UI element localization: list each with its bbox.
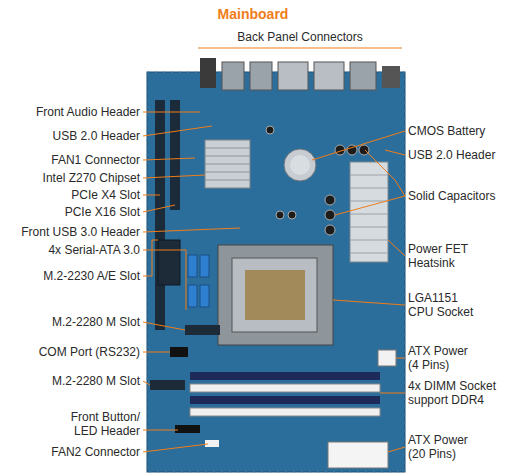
callout-label: PCIe X16 Slot [0, 205, 140, 219]
title: Mainboard [0, 6, 506, 22]
callout-label: LGA1151 CPU Socket [408, 291, 480, 319]
callout-label: USB 2.0 Header [0, 129, 140, 143]
callout-label: M.2-2280 M Slot [0, 374, 140, 388]
callout-label: ATX Power (4 Pins) [408, 344, 472, 372]
callout-label: ATX Power (20 Pins) [408, 433, 474, 461]
callout-label: FAN1 Connector [0, 153, 140, 167]
callout-label: CMOS Battery [408, 124, 506, 138]
callout-label: M.2-2230 A/E Slot [0, 269, 140, 283]
callout-label: 4x DIMM Socket support DDR4 [408, 379, 504, 407]
callout-label: Intel Z270 Chipset [0, 171, 140, 185]
callout-label: PCIe X4 Slot [0, 188, 140, 202]
callout-label: M.2-2280 M Slot [0, 315, 140, 329]
callout-label: FAN2 Connector [0, 445, 140, 459]
callout-label: Solid Capacitors [408, 189, 506, 203]
callout-label: Front USB 3.0 Header [0, 225, 140, 239]
callout-label: USB 2.0 Header [408, 148, 506, 162]
callout-label: COM Port (RS232) [0, 345, 140, 359]
callout-label: Front Audio Header [0, 105, 140, 119]
callout-label: Back Panel Connectors [200, 30, 400, 44]
callout-label: Front Button/ LED Header [55, 410, 140, 438]
callout-label: 4x Serial-ATA 3.0 [0, 243, 140, 257]
callout-label: Power FET Heatsink [408, 242, 472, 270]
